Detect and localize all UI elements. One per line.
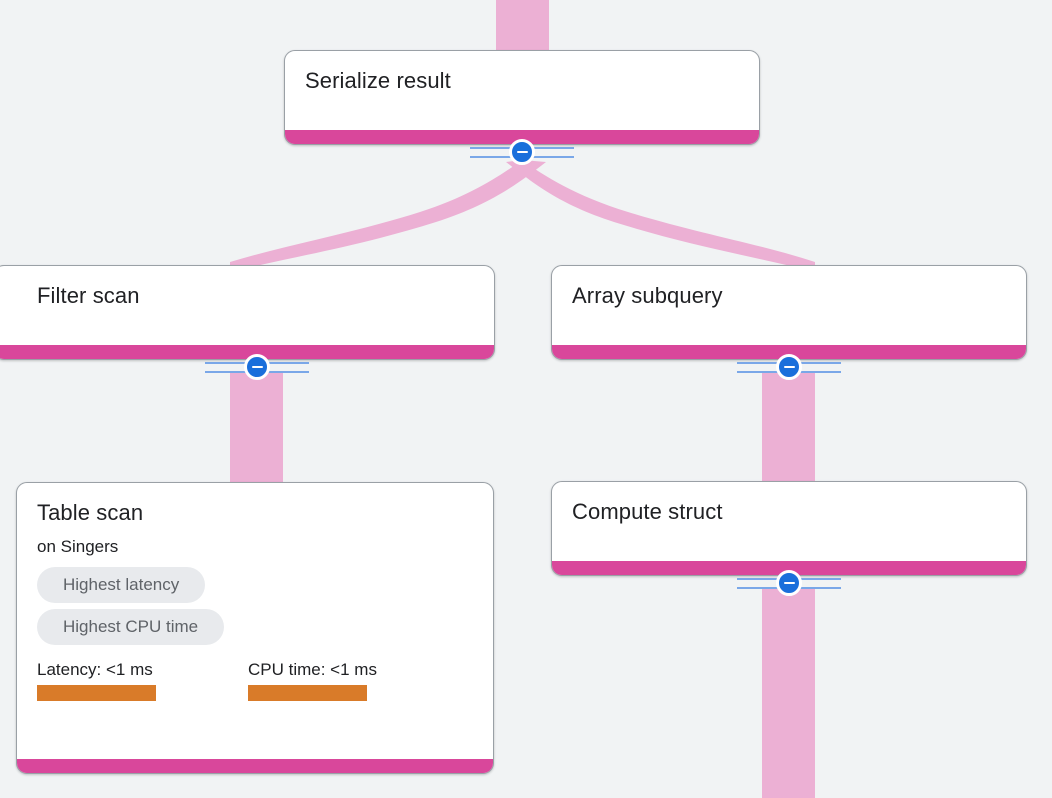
node-chip-list: Highest latency Highest CPU time xyxy=(37,567,493,651)
metric-latency: Latency: <1 ms xyxy=(37,659,156,701)
node-footer-bar xyxy=(285,130,759,144)
metric-cpu-time-label: CPU time: <1 ms xyxy=(248,660,377,679)
node-table-scan[interactable]: Table scan on Singers Highest latency Hi… xyxy=(16,482,494,774)
node-body: Array subquery xyxy=(552,266,1026,345)
collapse-serialize-result[interactable] xyxy=(470,138,574,166)
edge-array-subquery-to-compute-struct xyxy=(762,372,815,482)
chip-row: Highest latency xyxy=(37,567,493,609)
node-body: Serialize result xyxy=(285,51,759,130)
collapse-filter-scan[interactable] xyxy=(205,353,309,381)
metric-cpu-time-bar xyxy=(248,685,367,701)
node-filter-scan[interactable]: Filter scan xyxy=(0,265,495,360)
metric-cpu-time: CPU time: <1 ms xyxy=(248,659,377,701)
node-title: Compute struct xyxy=(572,499,723,524)
node-footer-bar xyxy=(552,561,1026,575)
edge-into-serialize-result xyxy=(496,0,549,52)
edge-compute-struct-to-child xyxy=(762,588,815,798)
node-title: Filter scan xyxy=(37,283,140,308)
collapse-minus-icon[interactable] xyxy=(776,354,802,380)
node-subtitle: on Singers xyxy=(37,537,119,556)
chip-highest-cpu-time[interactable]: Highest CPU time xyxy=(37,609,225,645)
node-body: Compute struct xyxy=(552,482,1026,561)
node-title: Array subquery xyxy=(572,283,723,308)
chip-row: Highest CPU time xyxy=(37,609,493,651)
edge-filter-to-table-scan xyxy=(230,372,283,482)
node-title: Serialize result xyxy=(305,68,451,93)
node-body: Filter scan xyxy=(0,266,494,345)
collapse-compute-struct[interactable] xyxy=(737,569,841,597)
edge-serialize-to-filter-scan xyxy=(230,160,546,272)
node-title: Table scan xyxy=(37,500,144,525)
node-footer-bar xyxy=(17,759,493,773)
chip-highest-latency[interactable]: Highest latency xyxy=(37,567,206,603)
node-footer-bar xyxy=(552,345,1026,359)
node-array-subquery[interactable]: Array subquery xyxy=(551,265,1027,360)
collapse-array-subquery[interactable] xyxy=(737,353,841,381)
node-metrics: Latency: <1 ms CPU time: <1 ms xyxy=(37,659,493,701)
node-compute-struct[interactable]: Compute struct xyxy=(551,481,1027,576)
node-body: Table scan on Singers Highest latency Hi… xyxy=(17,483,493,759)
collapse-minus-icon[interactable] xyxy=(509,139,535,165)
collapse-minus-icon[interactable] xyxy=(244,354,270,380)
collapse-minus-icon[interactable] xyxy=(776,570,802,596)
node-serialize-result[interactable]: Serialize result xyxy=(284,50,760,145)
node-footer-bar xyxy=(0,345,494,359)
edge-serialize-to-array-subquery xyxy=(506,160,815,272)
metric-latency-bar xyxy=(37,685,156,701)
metric-latency-label: Latency: <1 ms xyxy=(37,660,153,679)
